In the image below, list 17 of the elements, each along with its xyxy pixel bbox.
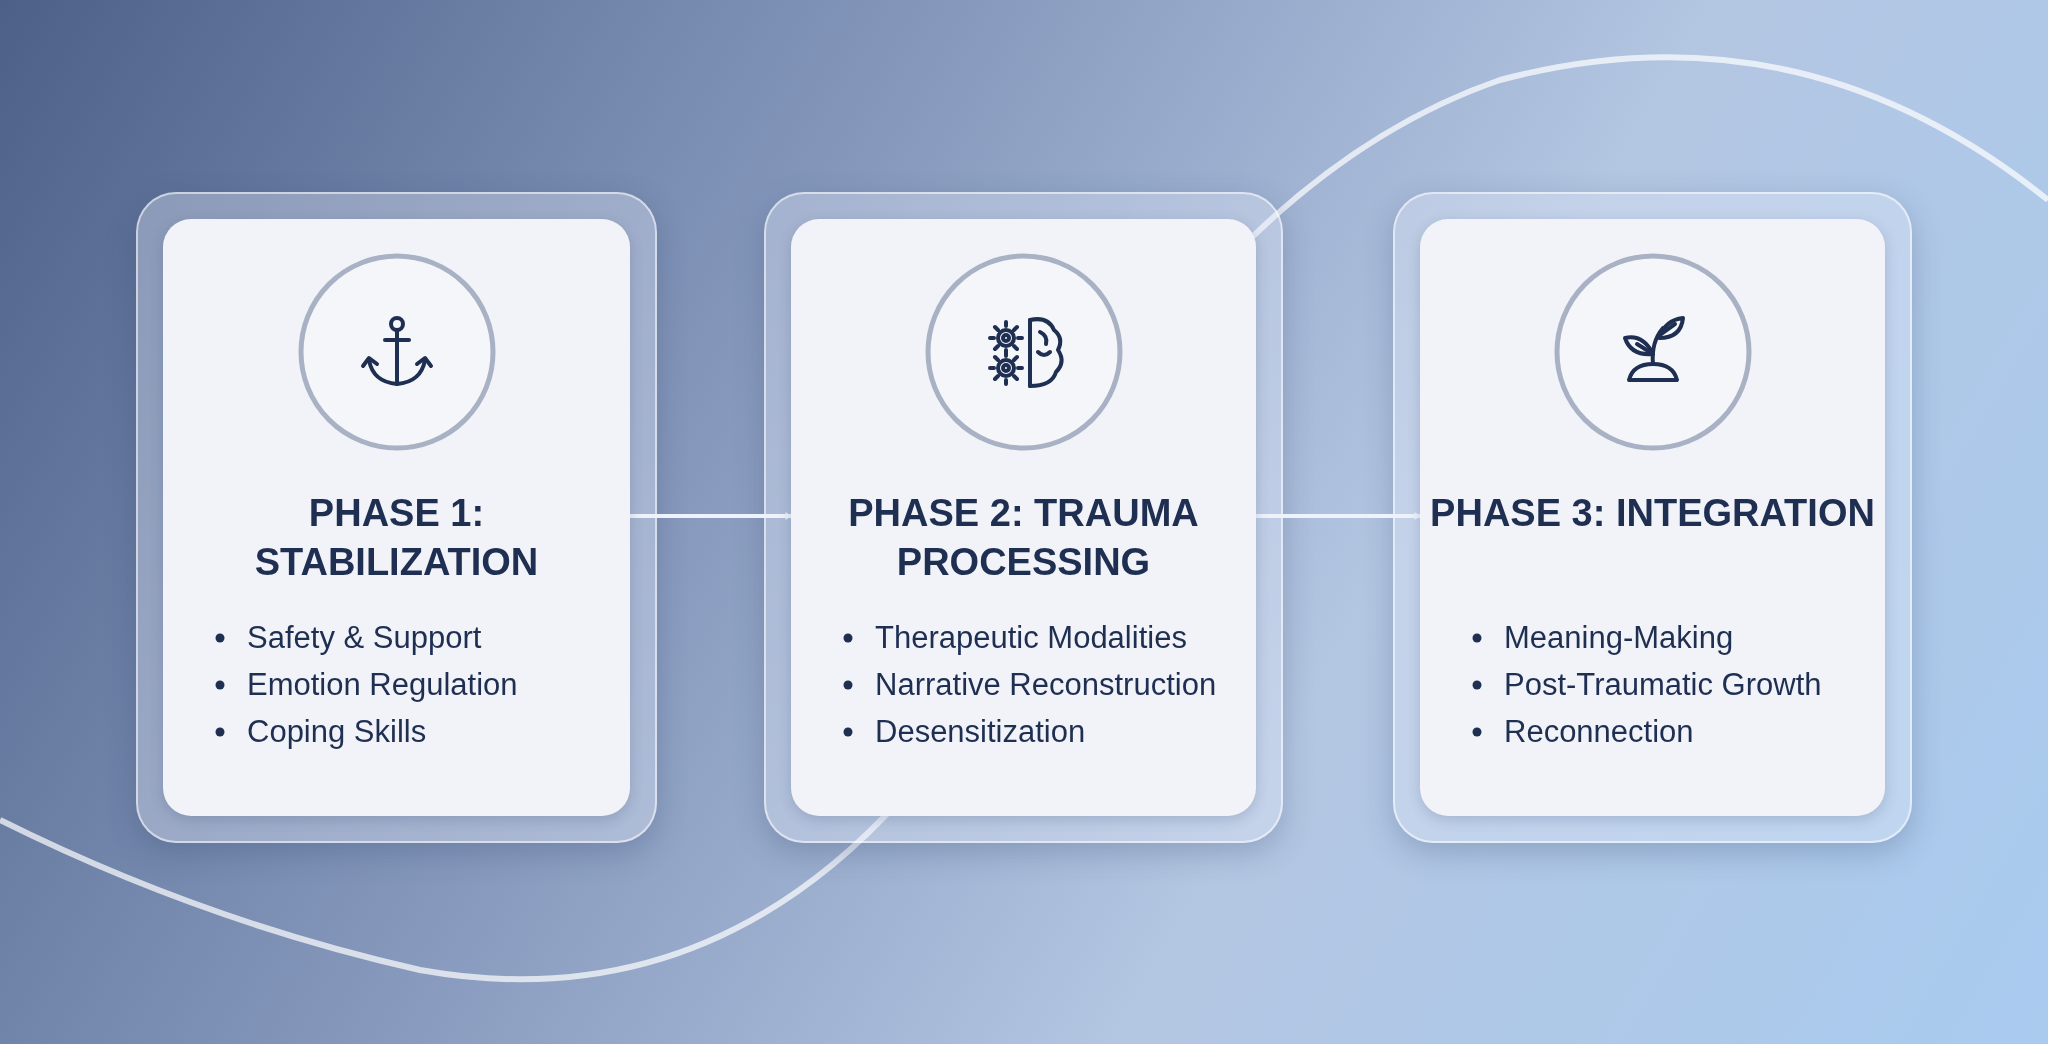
list-item: Meaning-Making [1504,619,1734,657]
list-item: Therapeutic Modalities [875,619,1187,657]
list-item: Safety & Support [247,619,482,657]
list-item: Post-Traumatic Growth [1504,666,1822,704]
list-item: Desensitization [875,713,1086,751]
list-item: Coping Skills [247,713,427,751]
phase-heading: PHASE 2: TRAUMA PROCESSING [847,491,1200,585]
arrow [630,512,792,520]
phase-heading: PHASE 3: INTEGRATION [1429,491,1876,536]
phase-card [1420,219,1885,816]
phase-card [791,219,1256,816]
phase-card [163,219,630,816]
phase-heading: PHASE 1: STABILIZATION [253,491,540,585]
list-item: Reconnection [1504,713,1694,751]
list-item: Emotion Regulation [247,666,518,704]
arrow [1256,512,1421,520]
list-item: Narrative Reconstruction [875,666,1217,704]
